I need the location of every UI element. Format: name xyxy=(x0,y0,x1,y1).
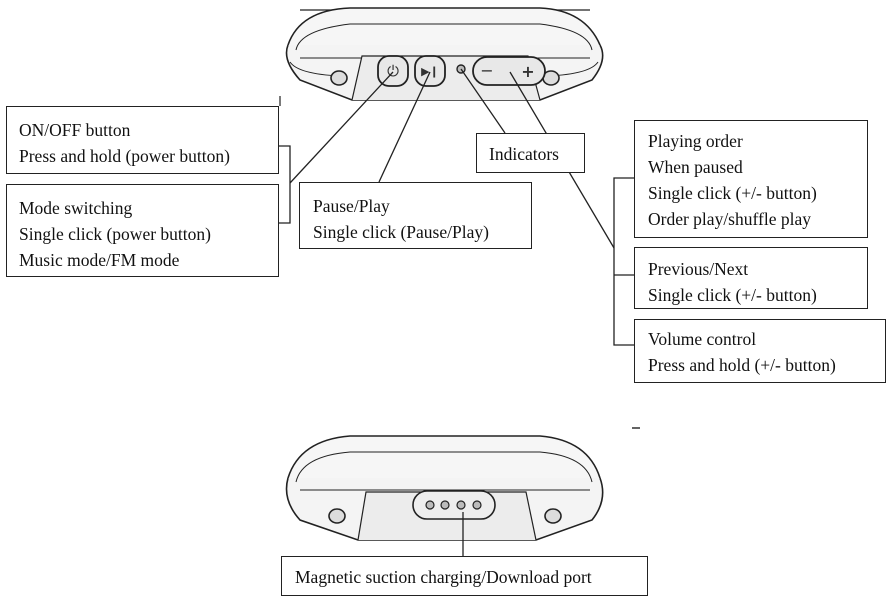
callout-mode: Mode switching Single click (power butto… xyxy=(6,184,279,277)
callout-prevnext-title: Previous/Next xyxy=(648,259,749,279)
callout-indicators: Indicators xyxy=(476,133,585,173)
callout-charging-port: Magnetic suction charging/Download port xyxy=(281,556,648,596)
callout-mode-desc: Single click (power button) xyxy=(19,224,211,244)
callout-port-title: Magnetic suction charging/Download port xyxy=(295,567,592,587)
plus-icon: + xyxy=(521,62,534,81)
bracket-onoff-mode xyxy=(279,145,291,224)
callout-pause-desc: Single click (Pause/Play) xyxy=(313,222,489,242)
device-top-view xyxy=(279,7,604,106)
callout-playing-order: Playing order When paused Single click (… xyxy=(634,120,868,238)
callout-onoff-title: ON/OFF button xyxy=(19,120,131,140)
device-bottom-view xyxy=(285,427,640,556)
callout-onoff-desc: Press and hold (power button) xyxy=(19,146,230,166)
minus-icon: − xyxy=(480,61,493,80)
callout-onoff: ON/OFF button Press and hold (power butt… xyxy=(6,106,279,174)
leader-indicators xyxy=(460,68,506,134)
callout-order-desc: Single click (+/- button) xyxy=(648,183,817,203)
leader-power xyxy=(289,71,394,184)
callout-indicators-title: Indicators xyxy=(489,144,559,164)
callout-order-title: Playing order xyxy=(648,131,743,151)
callout-volume: Volume control Press and hold (+/- butto… xyxy=(634,319,886,383)
callout-previous-next: Previous/Next Single click (+/- button) xyxy=(634,247,868,309)
bracket-right xyxy=(613,177,634,346)
callout-pause-title: Pause/Play xyxy=(313,196,390,216)
callout-prevnext-desc: Single click (+/- button) xyxy=(648,285,817,305)
leader-pause xyxy=(378,71,431,183)
play-pause-icon: ▶❙ xyxy=(421,65,439,78)
callout-order-desc2: Order play/shuffle play xyxy=(648,209,811,229)
callout-mode-title: Mode switching xyxy=(19,198,133,218)
callout-order-sub: When paused xyxy=(648,157,743,177)
callout-mode-desc2: Music mode/FM mode xyxy=(19,250,180,270)
callout-pause: Pause/Play Single click (Pause/Play) xyxy=(299,182,532,249)
callout-volume-title: Volume control xyxy=(648,329,757,349)
callout-volume-desc: Press and hold (+/- button) xyxy=(648,355,836,375)
